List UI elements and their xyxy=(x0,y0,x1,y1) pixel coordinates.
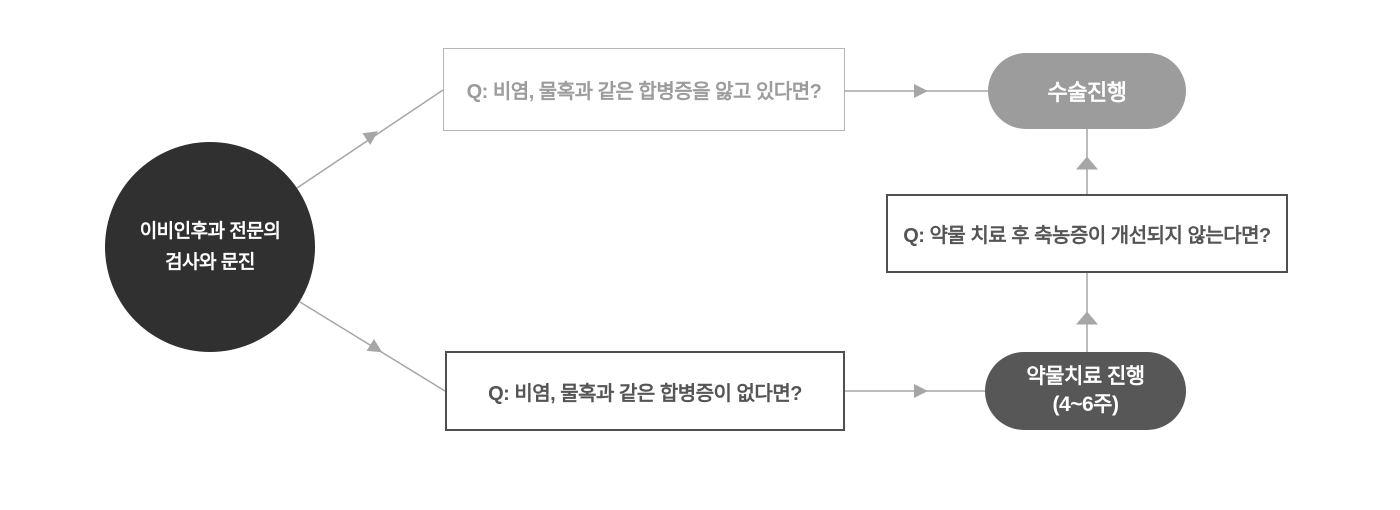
question-box-no-improvement: Q: 약물 치료 후 축농증이 개선되지 않는다면? xyxy=(886,194,1288,273)
arrowhead-bottom-question-to-medication xyxy=(914,384,928,398)
medication-node: 약물치료 진행 (4~6주) xyxy=(985,352,1186,430)
question-box-no-complications: Q: 비염, 물혹과 같은 합병증이 없다면? xyxy=(445,351,845,431)
question-box-complications-present: Q: 비염, 물혹과 같은 합병증을 앓고 있다면? xyxy=(443,48,845,131)
start-node-label-line2: 검사와 문진 xyxy=(165,252,255,273)
arrowhead-medication-to-middle-question xyxy=(1076,311,1098,325)
arrowhead-top-question-to-surgery xyxy=(914,84,928,98)
arrowhead-middle-question-to-surgery xyxy=(1076,156,1098,170)
medication-node-label-line2: (4~6주) xyxy=(1052,393,1119,416)
arrowhead-start-to-bottom-question xyxy=(366,338,383,353)
connector-start-to-bottom-question xyxy=(299,301,446,392)
connector-start-to-top-question xyxy=(296,89,444,189)
start-node-label-line1: 이비인후과 전문의 xyxy=(139,221,281,242)
surgery-node: 수술진행 xyxy=(988,53,1186,129)
surgery-node-label: 수술진행 xyxy=(1047,80,1127,105)
question-label-complications-present: Q: 비염, 물혹과 같은 합병증을 앓고 있다면? xyxy=(466,81,822,103)
start-node: 이비인후과 전문의 검사와 문진 xyxy=(105,142,315,352)
arrowhead-start-to-top-question xyxy=(362,131,378,145)
question-label-no-complications: Q: 비염, 물혹과 같은 합병증이 없다면? xyxy=(488,382,802,405)
medication-node-label-line1: 약물치료 진행 xyxy=(1026,365,1145,388)
question-label-no-improvement: Q: 약물 치료 후 축농증이 개선되지 않는다면? xyxy=(903,225,1271,247)
